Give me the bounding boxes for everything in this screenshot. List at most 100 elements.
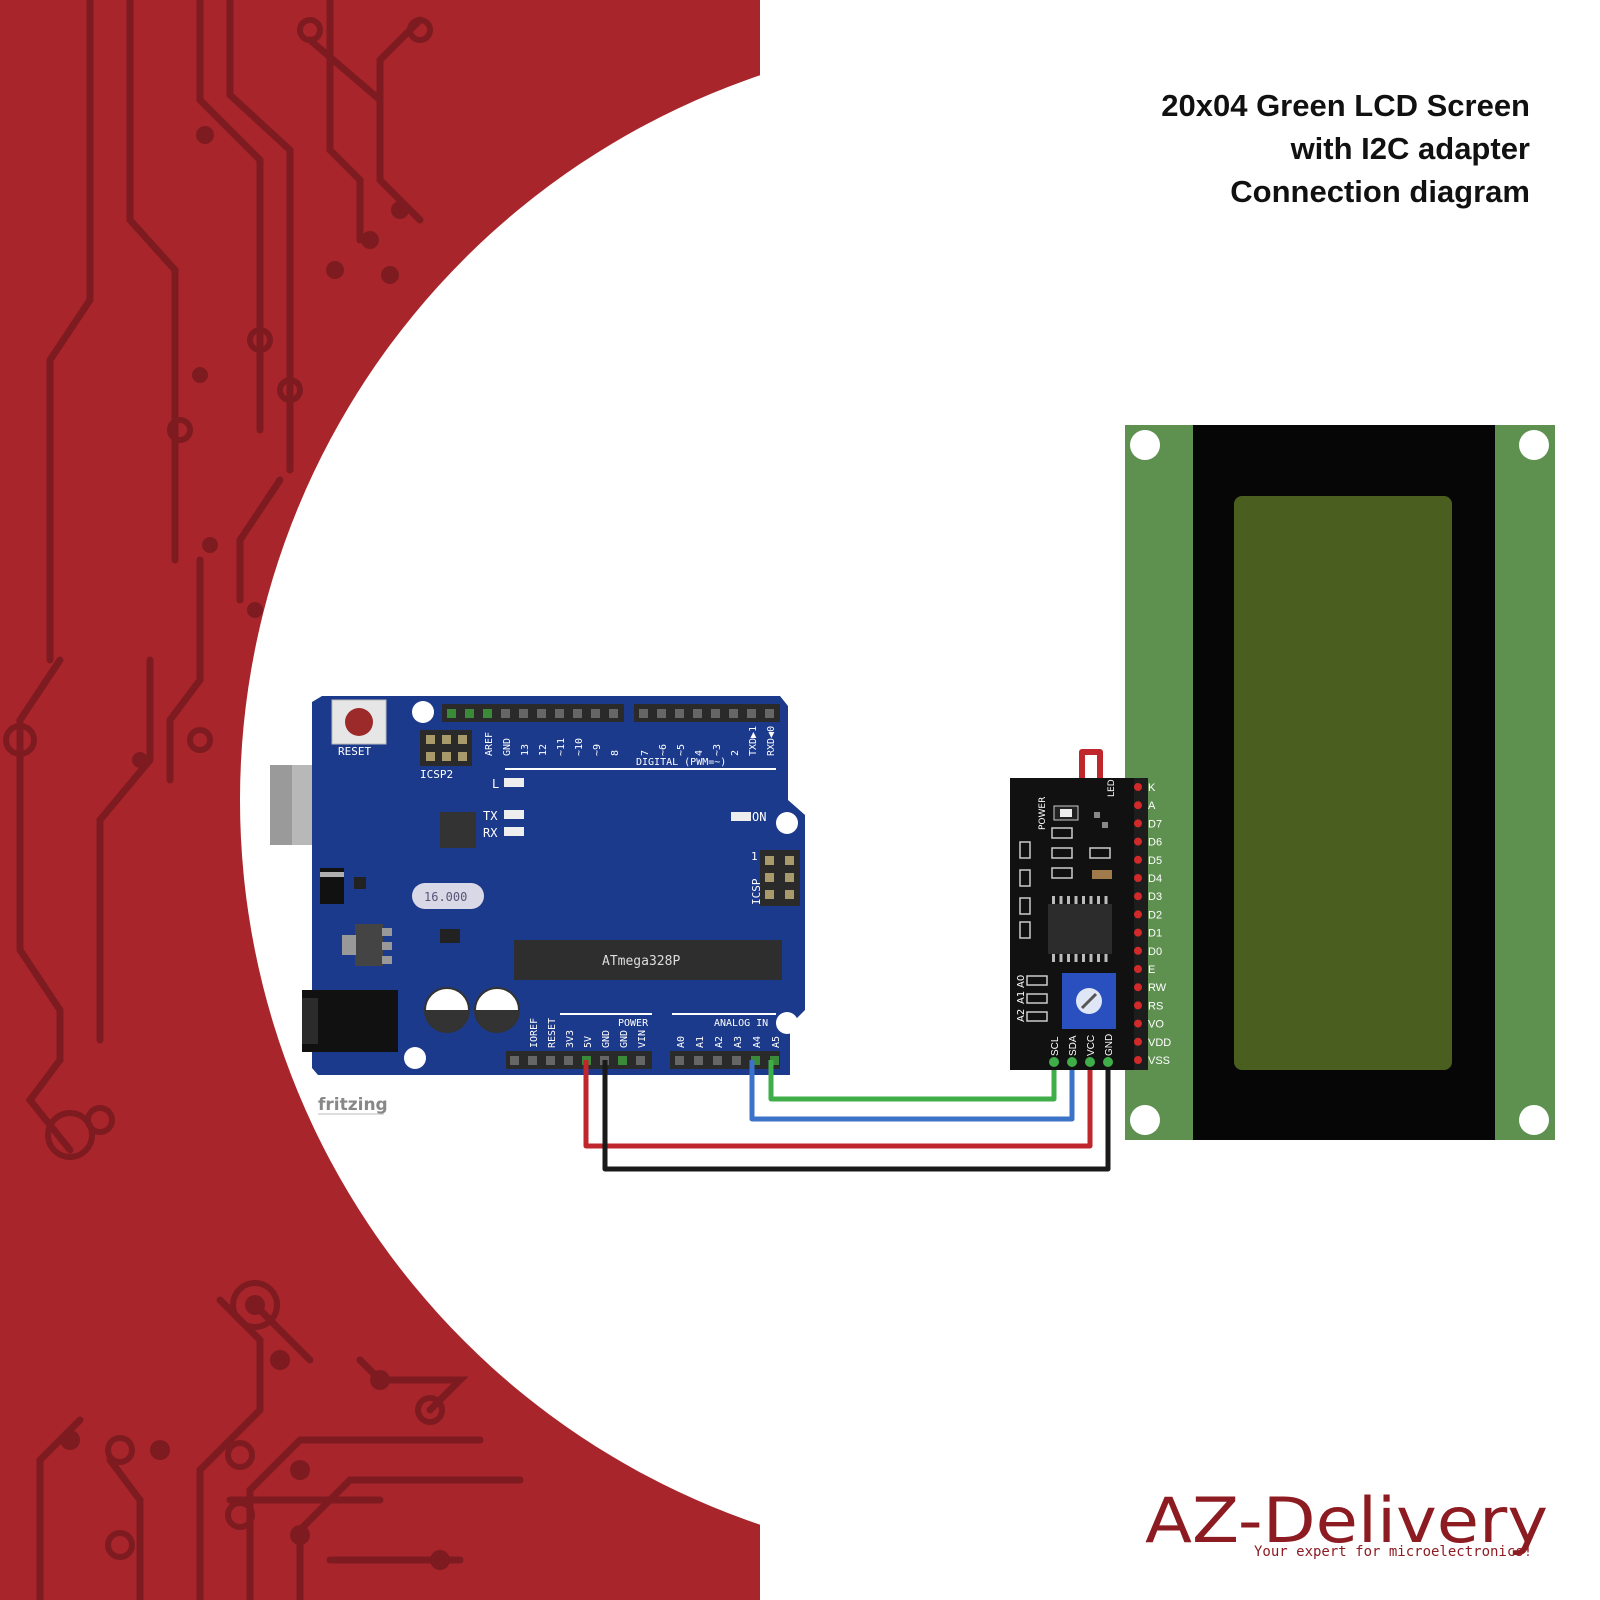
chip-leg [1089,896,1093,904]
chip-leg [1059,954,1063,962]
power-pin [546,1056,555,1065]
analog-pin [770,1056,779,1065]
brand-logo-text: AZ-Delivery [1145,1484,1548,1557]
i2c-pin [1085,1057,1095,1067]
rx-label: RX [483,826,498,840]
i2c-pin-label: VCC [1086,1035,1097,1056]
lcd-header-pin [1134,1001,1142,1010]
lcd-pin-label: K [1148,782,1156,794]
lcd-pin-label: A [1148,800,1156,812]
power-pin-label: GND [619,1030,630,1048]
lcd-header-pin [1134,874,1142,882]
chip-leg [1082,896,1085,904]
digital-pin-label: 8 [610,750,621,756]
led-l-label: L [492,777,499,791]
digital-pin [765,709,774,718]
on-label: ON [752,810,766,824]
wire-gnd-gnd [602,1060,1111,1172]
brand-tagline: Your expert for microelectronics! [1254,1544,1532,1560]
lcd-header-pin [1134,928,1142,937]
i2c-pin-label: SDA [1068,1035,1079,1056]
lcd-pin-label: D4 [1148,873,1162,885]
i2c-pin-label: SCL [1050,1036,1061,1056]
analog-pin [751,1056,760,1065]
power-pin-label: RESET [547,1018,558,1048]
analog-pin-label: A4 [752,1036,763,1048]
i2c-pin [1049,1057,1059,1067]
lcd-pin-label: D0 [1148,946,1162,958]
i2c-pin [1067,1057,1077,1067]
lcd-screen [1234,496,1452,1070]
lcd-header-pin [1134,1019,1142,1028]
lcd-pin-label: D6 [1148,837,1162,849]
reset-label: RESET [338,745,371,758]
digital-pin-label: 4 [694,750,705,756]
digital-pin [483,709,492,718]
power-pin-label: GND [601,1030,612,1048]
digital-pin-label: TXD▶1 [748,726,759,756]
analog-pin [694,1056,703,1065]
lcd-header-pin [1134,801,1142,810]
digital-pin [537,709,546,718]
lcd-pin-label: D5 [1148,855,1162,867]
chip-leg [1082,954,1085,962]
digital-pin [711,709,720,718]
power-pin [636,1056,645,1065]
wires [583,749,1111,1172]
lcd-header-pin [1134,892,1142,901]
lcd-module [1125,425,1555,1140]
digital-pin-label: RXD◀0 [766,726,777,756]
digital-pin-label: 12 [538,744,549,756]
digital-pin [591,709,600,718]
digital-pin-label: ~3 [712,744,723,756]
icsp2-label: ICSP2 [420,768,453,781]
circuit-dots [60,126,450,1570]
diagram-title: 20x04 Green LCD Screen with I2C adapter … [1161,84,1530,213]
digital-pin [447,709,456,718]
lcd-pin-label: D1 [1148,928,1162,940]
analog-pin-label: A3 [733,1036,744,1048]
digital-pin [639,709,648,718]
analog-header [670,1051,780,1069]
lcd-pin-label: D2 [1148,909,1162,921]
analog-pin [675,1056,684,1065]
power-pin-label: IOREF [529,1018,540,1048]
voltage-regulator [355,924,383,966]
digital-pin [729,709,738,718]
lcd-pin-label: RS [1148,1000,1163,1012]
power-header-label: POWER [618,1018,649,1029]
crystal-label: 16.000 [424,890,467,904]
i2c-a2-label: A2 [1016,1009,1027,1022]
chip-leg [1067,896,1070,904]
digital-pin-label: 7 [640,750,651,756]
digital-pin-label: GND [502,738,513,756]
digital-pin-label: ~9 [592,744,603,756]
led-l [504,778,524,787]
power-pin [510,1056,519,1065]
title-line-1: 20x04 Green LCD Screen [1161,88,1530,123]
power-pin-label: 3V3 [565,1030,576,1048]
chip-leg [1067,954,1070,962]
i2c-a0-label: A0 [1016,975,1027,988]
chip-leg [1059,896,1063,904]
chip-leg [1097,954,1100,962]
title-line-3: Connection diagram [1230,174,1530,209]
digital-pin [465,709,474,718]
power-pin [528,1056,537,1065]
fritzing-label: fritzing [318,1095,388,1115]
circuit-pads [3,17,445,1560]
lcd-pin-label: D3 [1148,891,1162,903]
digital-pin-label: 13 [520,744,531,756]
board-pcb [312,696,805,1075]
digital-pin [555,709,564,718]
circuit-traces [16,0,524,1600]
crystal [412,883,484,909]
digital-header-right [634,704,780,722]
chip-leg [1104,954,1108,962]
power-header [506,1051,652,1069]
